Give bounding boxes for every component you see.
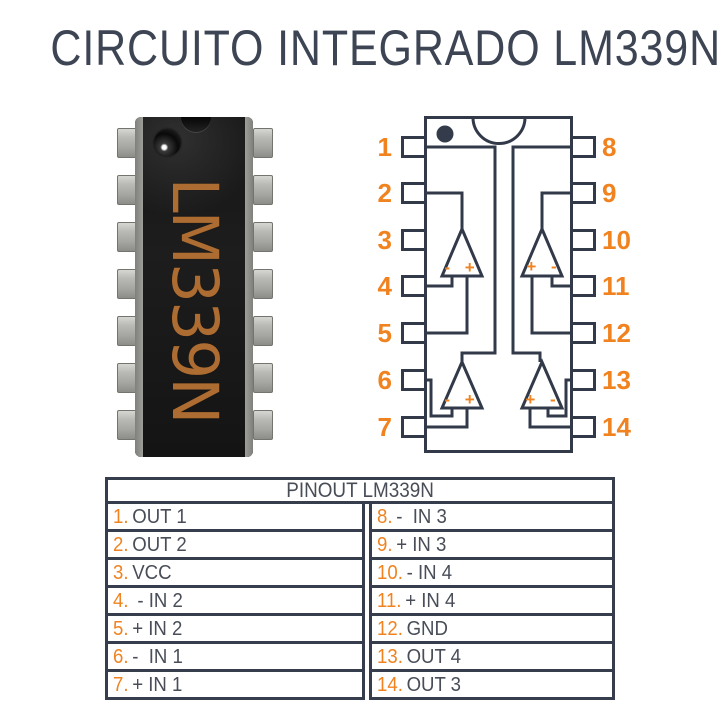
table-row: 5.+ IN 2 [105,613,365,644]
pin-number-9: 9 [602,178,617,208]
chip-pin [253,363,273,393]
pin-number-10: 10 [602,225,631,255]
chip-pin [253,269,273,299]
pin-number-14: 14 [602,412,631,442]
chip-side-bevel [135,117,143,457]
pin-number-11: 11 [602,271,630,301]
pin-boxes-right [570,136,596,438]
comparator-inputs-top-left: - + [444,258,480,277]
table-row: 4. - IN 2 [105,585,365,616]
pin-number-2: 2 [377,178,392,208]
chip-body [135,117,253,457]
table-row: 3.VCC [105,557,365,588]
table-row: 8.- IN 3 [369,501,615,532]
pin-number-7: 7 [377,412,392,442]
pin-number-4: 4 [377,271,392,301]
page-title: CIRCUITO INTEGRADO LM339N [50,20,720,76]
table-row: 10.- IN 4 [369,557,615,588]
table-row: 12.GND [369,613,615,644]
wires [425,145,572,429]
pin-number-8: 8 [602,132,617,162]
pin-number-5: 5 [377,318,392,348]
chip-pin [253,316,273,346]
pin-number-6: 6 [377,365,392,395]
table-row: 7.+ IN 1 [105,669,365,700]
pin-number-13: 13 [602,365,631,395]
chip-side-bevel [245,117,253,457]
comparator-inputs-bottom-left: - + [444,390,480,409]
chip-pin [253,222,273,252]
chip-pin [253,175,273,205]
comparator-inputs-bottom-right: + - [525,390,561,409]
pin-number-3: 3 [377,225,392,255]
table-row: 9.+ IN 3 [369,529,615,560]
pinout-table: PINOUT LM339N 1.OUT 1 2.OUT 2 3.VCC 4. -… [105,477,615,700]
pinout-table-title: PINOUT LM339N [286,479,434,502]
pinout-table-right-column: 8.- IN 3 9.+ IN 3 10.- IN 4 11.+ IN 4 12… [369,501,615,700]
table-row: 14.OUT 3 [369,669,615,700]
table-row: 6.- IN 1 [105,641,365,672]
pin1-dimple [154,129,181,156]
pinout-table-left-column: 1.OUT 1 2.OUT 2 3.VCC 4. - IN 2 5.+ IN 2… [105,501,365,700]
pin-boxes-left [401,136,427,438]
pin1-dot [436,125,454,143]
ic-notch [471,117,527,145]
table-row: 2.OUT 2 [105,529,365,560]
table-row: 11.+ IN 4 [369,585,615,616]
chip-pin [253,410,273,440]
table-row: 13.OUT 4 [369,641,615,672]
chip-notch [181,117,211,132]
table-row: 1.OUT 1 [105,501,365,532]
pin-number-1: 1 [377,132,392,162]
comparator-inputs-top-right: + - [526,257,562,276]
pinout-table-header: PINOUT LM339N [105,477,615,504]
pin-number-12: 12 [602,318,631,348]
comparator-symbols [439,225,565,410]
chip-pin [253,128,273,158]
